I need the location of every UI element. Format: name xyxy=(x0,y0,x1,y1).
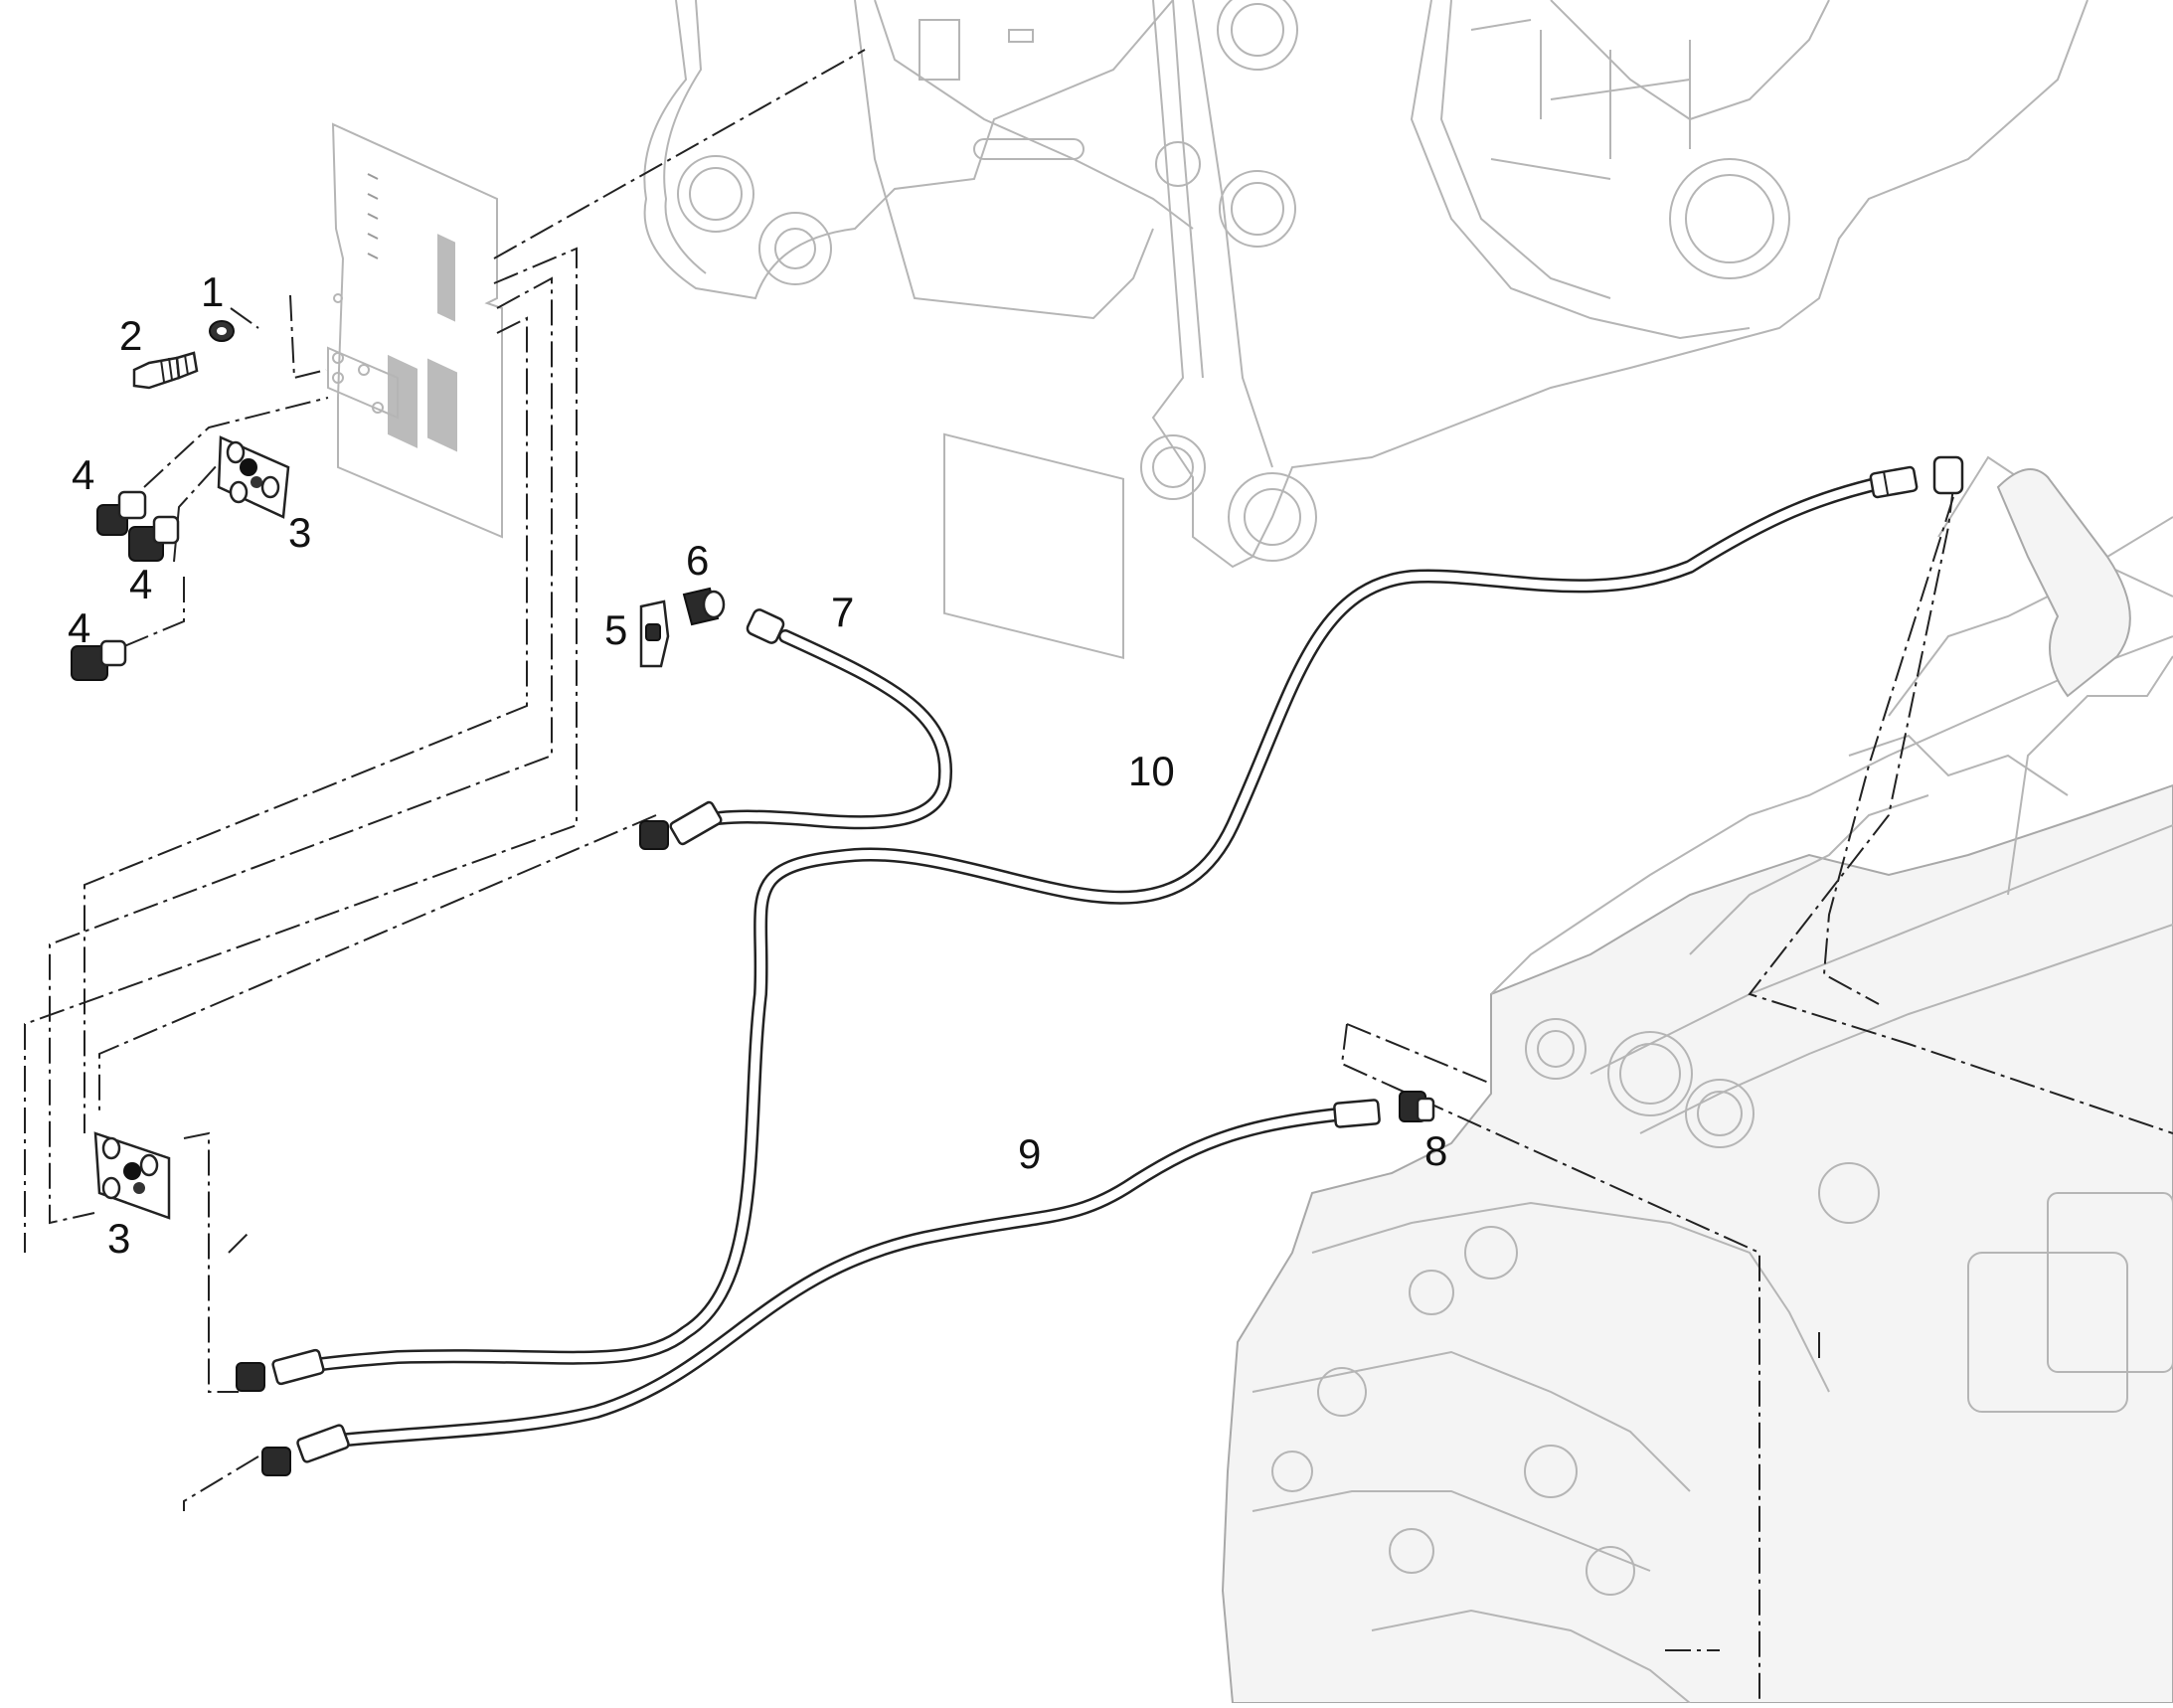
hose-9 xyxy=(321,1107,1354,1449)
callout-1: 1 xyxy=(201,268,224,315)
part-washer-1 xyxy=(209,320,235,342)
part-flange-plate-3-lower xyxy=(93,1131,171,1220)
callout-4-top: 4 xyxy=(72,451,94,498)
part-flange-plate-3-upper xyxy=(217,435,290,519)
callout-8: 8 xyxy=(1424,1127,1447,1174)
hose-7 xyxy=(689,629,953,830)
mounting-panel xyxy=(327,122,503,539)
callout-labels: 1 2 3 3 4 4 4 5 6 7 8 9 10 xyxy=(68,268,1447,1262)
part-fitting-4c xyxy=(71,639,127,681)
callout-10: 10 xyxy=(1128,748,1175,794)
chassis-frame xyxy=(643,0,2089,659)
callout-3-upper: 3 xyxy=(288,509,311,556)
part-fitting-4b xyxy=(128,515,180,562)
callout-5: 5 xyxy=(604,606,627,653)
engine-assembly xyxy=(1221,455,2173,1704)
part-bolt-2 xyxy=(132,351,199,390)
callout-6: 6 xyxy=(686,537,709,584)
part-fitting-4a xyxy=(96,490,147,536)
callout-4-mid: 4 xyxy=(129,561,152,607)
callout-7: 7 xyxy=(831,589,854,635)
callout-2: 2 xyxy=(119,312,142,359)
callout-3-lower: 3 xyxy=(107,1215,130,1262)
part-nut-6 xyxy=(682,587,726,626)
callout-4-bottom: 4 xyxy=(68,604,90,651)
part-adapter-8 xyxy=(1399,1091,1435,1122)
part-elbow-5 xyxy=(639,599,670,668)
callout-9: 9 xyxy=(1018,1130,1041,1177)
hose-fittings xyxy=(236,455,1964,1476)
hose-10 xyxy=(281,475,1891,1377)
assembly-lines xyxy=(24,49,2173,1703)
